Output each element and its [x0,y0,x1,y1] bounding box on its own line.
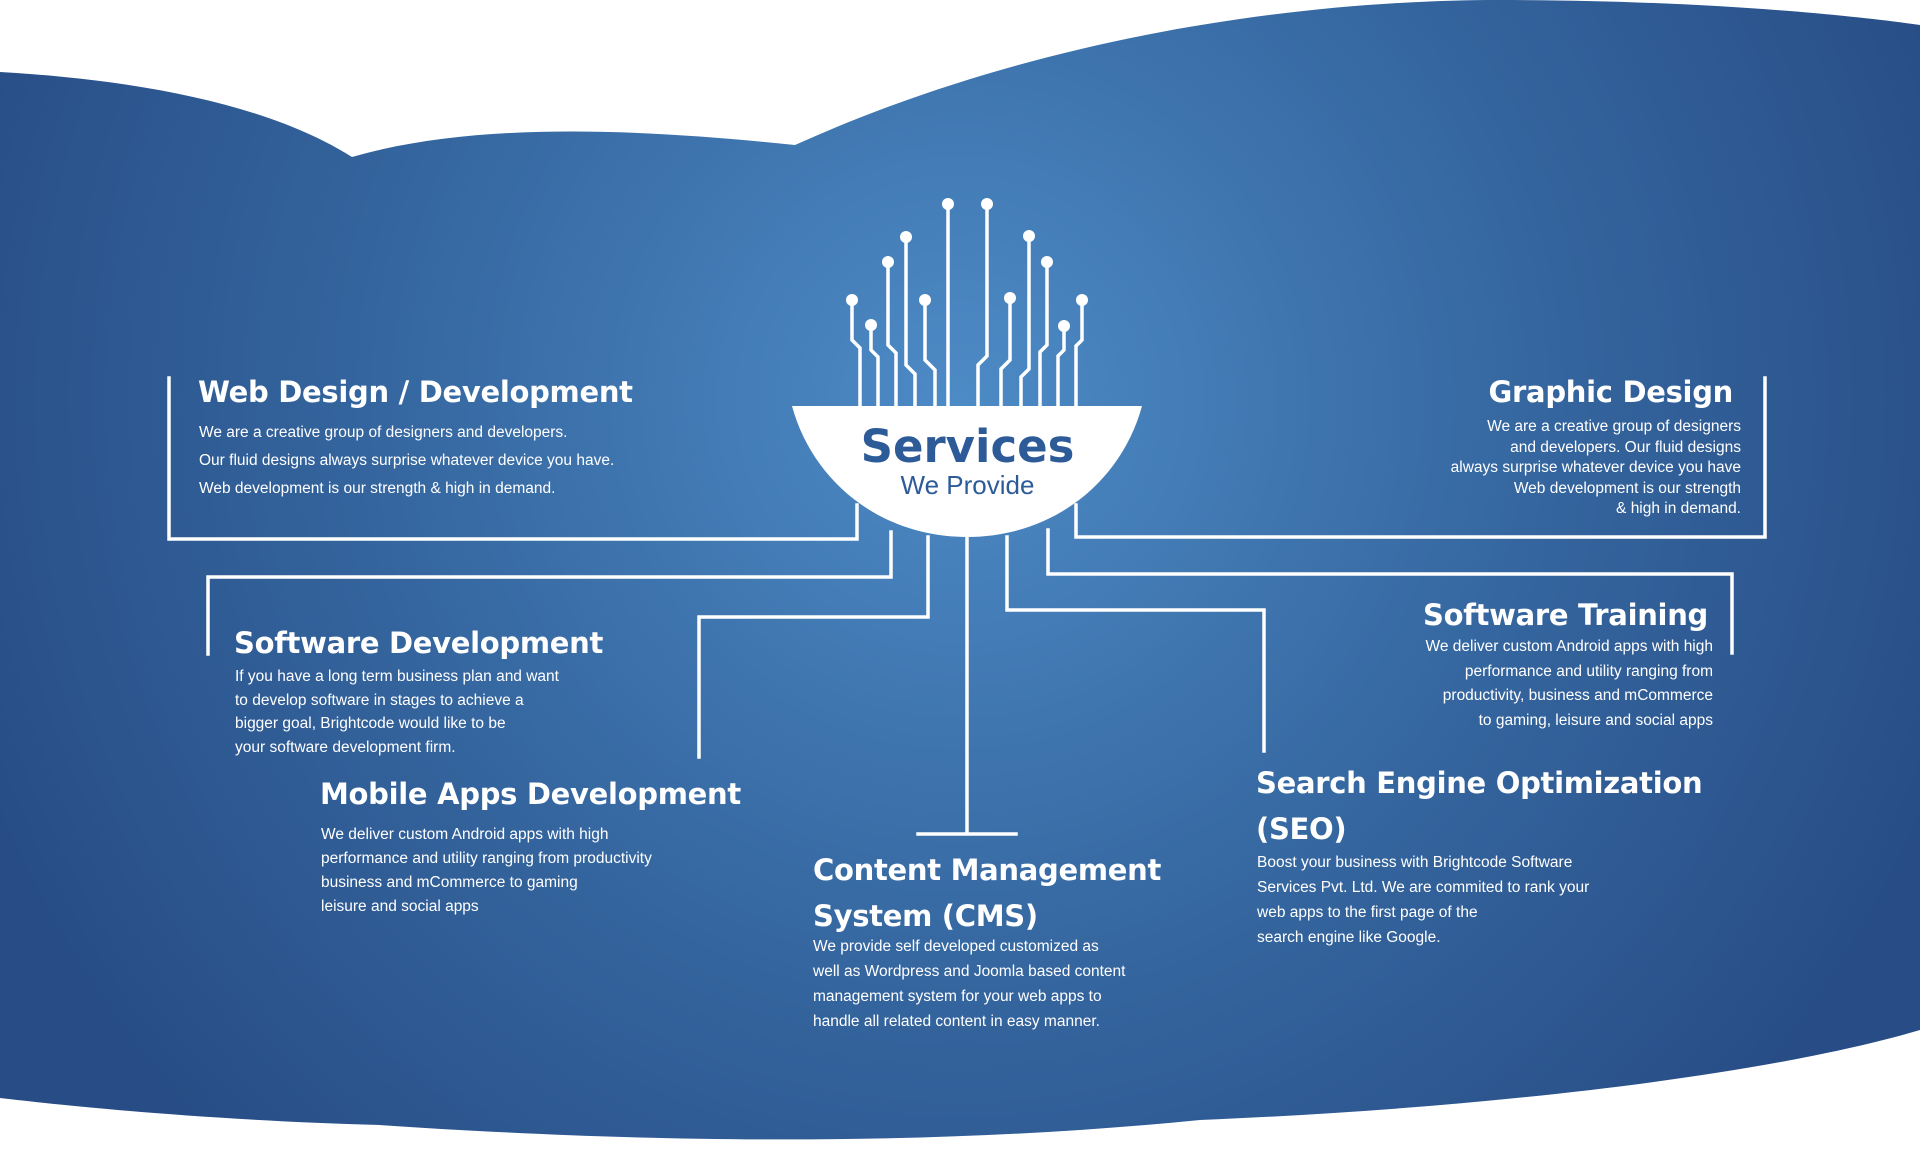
seo-line: Boost your business with Brightcode Soft… [1257,854,1573,871]
mobile-apps-connector [697,535,930,759]
cms-stem [916,536,1018,836]
web-design-frame [167,376,859,541]
web-design-description: We are a creative group of designers and… [199,419,614,503]
cms-line: We provide self developed customized as [813,938,1099,955]
cms-line: handle all related content in easy manne… [813,1013,1100,1030]
graphic-design-line: & high in demand. [1616,500,1741,517]
cms-title: Content Management System (CMS) [813,853,1162,933]
trace-nodes [846,198,1088,332]
software-training-line: productivity, business and mCommerce [1442,687,1713,704]
graphic-design-line: Web development is our strength [1513,479,1741,497]
web-design-title: Web Design / Development [198,375,633,409]
software-development-line: to develop software in stages to achieve… [235,691,524,709]
software-development-title: Software Development [234,626,604,660]
seo-description: Boost your business with Brightcode Soft… [1257,850,1589,950]
software-training-title: Software Training [1422,598,1708,632]
trace-5 [923,298,937,412]
services-title: Services [860,420,1075,473]
web-design-line: Our fluid designs always surprise whatev… [199,452,615,469]
mobile-apps-line: business and mCommerce to gaming [321,874,578,891]
software-training-line: performance and utility ranging from [1464,662,1713,680]
trace-12 [1074,298,1084,412]
services-bowl [792,406,1142,537]
cms-description: We provide self developed customized as … [813,934,1125,1034]
software-training-line: We deliver custom Android apps with high [1425,638,1713,655]
mobile-apps-line: leisure and social apps [321,898,479,915]
software-development-description: If you have a long term business plan an… [235,665,559,759]
software-development-line: bigger goal, Brightcode would like to be [235,715,506,732]
trace-8 [999,296,1012,412]
graphic-design-description: We are a creative group of designers and… [1340,417,1741,520]
graphic-design-line: and developers. Our fluid designs [1510,438,1741,456]
mobile-apps-description: We deliver custom Android apps with high… [321,823,652,919]
seo-title: Search Engine Optimization (SEO) [1256,766,1703,846]
mobile-apps-line: performance and utility ranging from pro… [321,850,652,867]
trace-2 [869,323,880,412]
web-design-line: Web development is our strength & high i… [199,480,556,497]
services-subtitle: We Provide [900,470,1035,500]
software-development-line: If you have a long term business plan an… [235,668,559,685]
trace-7 [976,202,989,412]
trace-3 [886,260,898,412]
trace-11 [1056,324,1066,412]
software-training-description: We deliver custom Android apps with high… [1300,635,1713,733]
trace-4 [904,235,917,412]
seo-line: web apps to the first page of the [1257,904,1478,921]
graphic-design-line: We are a creative group of designers [1487,418,1741,435]
web-design-line: We are a creative group of designers and… [199,424,568,441]
mobile-apps-line: We deliver custom Android apps with high [321,826,609,843]
trace-10 [1038,260,1049,412]
seo-connector [1005,535,1266,753]
software-development-line: your software development firm. [235,738,456,756]
graphic-design-line: always surprise whatever device you have [1450,459,1741,476]
trace-1 [850,298,862,412]
software-training-connector [1046,528,1734,655]
software-dev-connector [206,530,893,656]
seo-line: Services Pvt. Ltd. We are commited to ra… [1257,879,1590,896]
cms-line: well as Wordpress and Joomla based conte… [813,963,1126,980]
cms-line: management system for your web apps to [813,988,1102,1005]
mobile-apps-title: Mobile Apps Development [320,777,741,811]
software-training-line: to gaming, leisure and social apps [1478,711,1713,729]
seo-line: search engine like Google. [1257,929,1441,946]
trace-9 [1019,234,1031,412]
graphic-design-title: Graphic Design [1488,375,1734,409]
circuit-lines [167,202,1767,836]
graphic-design-frame [1074,376,1767,539]
